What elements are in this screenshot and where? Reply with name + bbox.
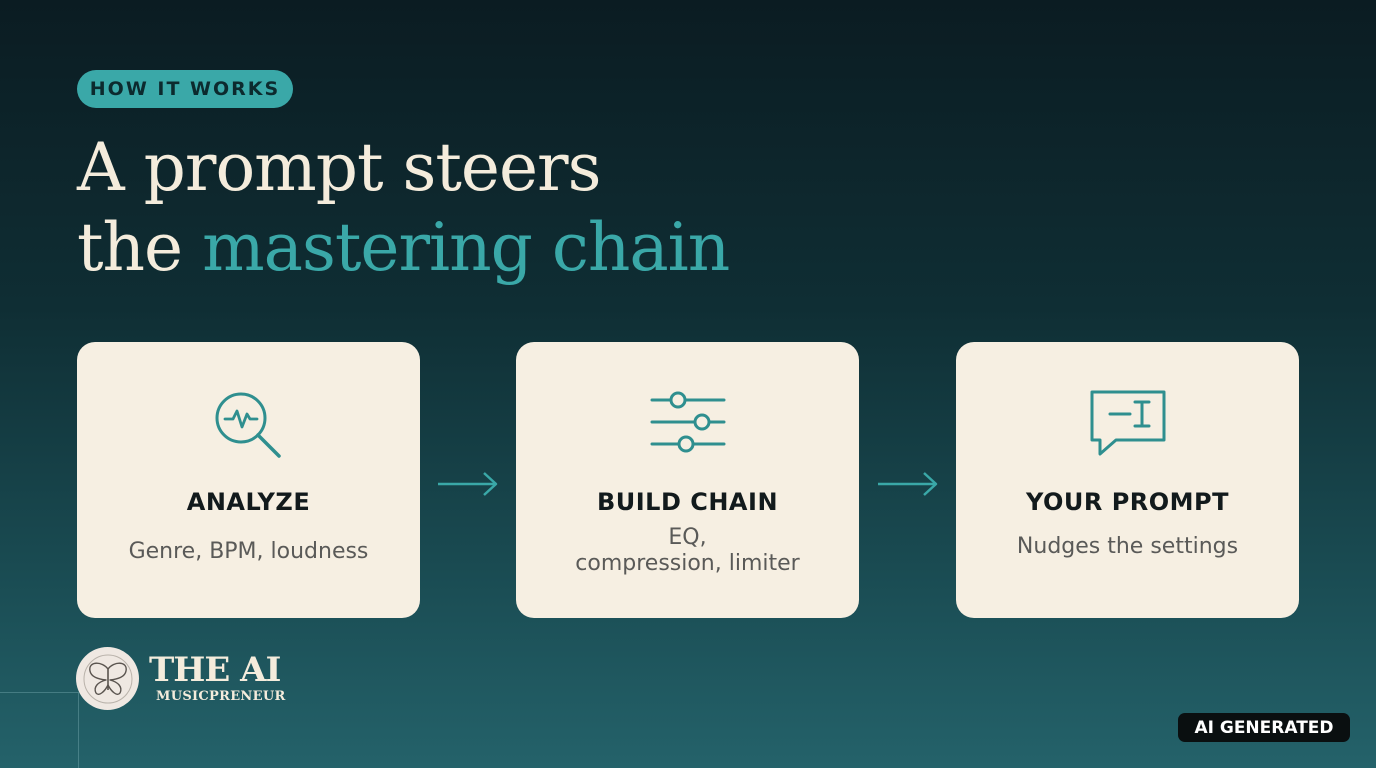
title-line-1: A prompt steers — [77, 129, 601, 206]
page-title: A prompt steers the mastering chain — [77, 128, 977, 288]
section-badge: HOW IT WORKS — [77, 70, 293, 108]
step-description: Genre, BPM, loudness — [128, 539, 369, 564]
title-accent: mastering chain — [202, 209, 730, 286]
corner-divider — [0, 692, 78, 693]
brand-subname: MUSICPRENEUR — [156, 689, 286, 704]
step-title: BUILD CHAIN — [596, 488, 779, 516]
step-description: Nudges the settings — [1016, 534, 1239, 559]
step-description-line-2: compression, limiter — [575, 551, 800, 576]
brand-logo — [76, 647, 139, 710]
corner-divider — [78, 692, 79, 768]
step-card-your-prompt: YOUR PROMPT Nudges the settings — [956, 342, 1299, 618]
step-card-analyze: ANALYZE Genre, BPM, loudness — [77, 342, 420, 618]
step-title: YOUR PROMPT — [1025, 488, 1230, 516]
arrow-right-icon — [438, 472, 498, 496]
brand-name: THE AI — [149, 650, 281, 690]
arrow-right-icon — [878, 472, 938, 496]
step-description-line-1: EQ, — [668, 525, 707, 550]
title-plain: the — [77, 209, 203, 286]
title-line-2: the mastering chain — [77, 208, 977, 288]
ai-generated-badge: AI GENERATED — [1178, 713, 1350, 742]
magnifier-pulse-icon — [215, 392, 281, 458]
butterfly-icon — [83, 654, 132, 703]
sliders-icon — [650, 391, 725, 453]
step-card-build-chain: BUILD CHAIN EQ, compression, limiter — [516, 342, 859, 618]
step-title: ANALYZE — [186, 488, 311, 516]
chat-cursor-icon — [1090, 390, 1165, 456]
